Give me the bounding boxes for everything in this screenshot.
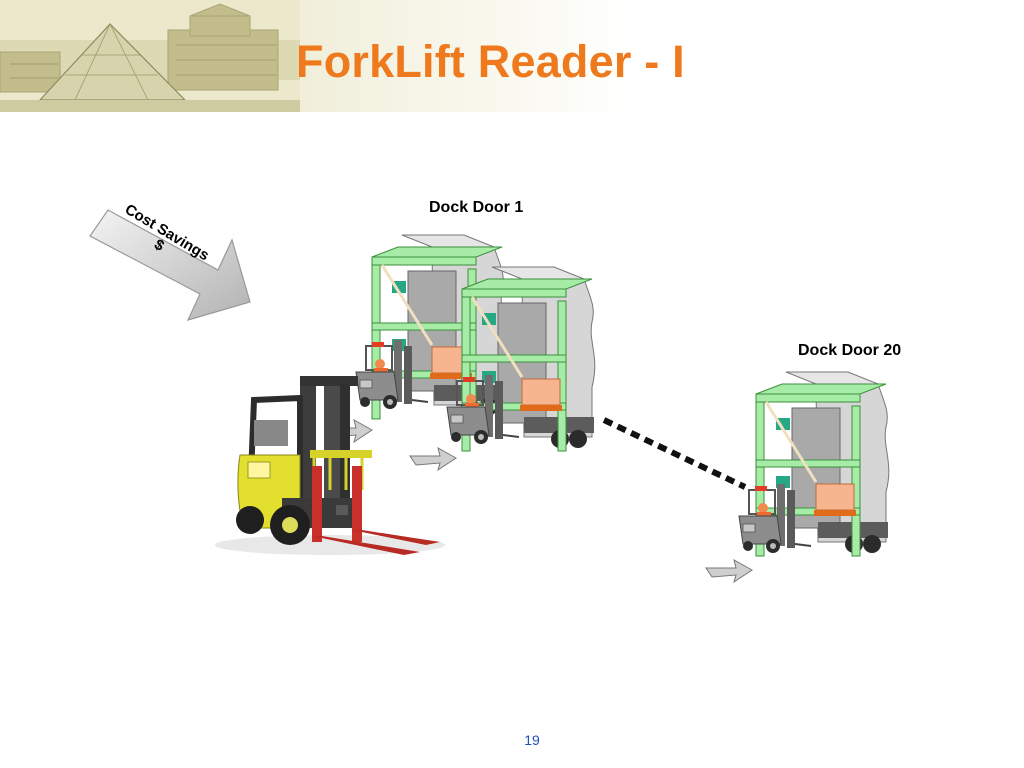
page-number: 19 <box>524 732 540 748</box>
dock-door-20-label: Dock Door 20 <box>798 342 902 359</box>
rfid-connection-line <box>602 417 747 490</box>
header-banner: ForkLift Reader - I <box>0 0 1024 112</box>
dock-door-1-label: Dock Door 1 <box>429 199 524 216</box>
cost-savings-arrow-icon <box>89 209 251 321</box>
louvre-pyramid-banner-icon <box>0 0 300 112</box>
forklift-main <box>215 376 445 555</box>
slide-title: ForkLift Reader - I <box>296 36 685 87</box>
direction-arrow-icon <box>325 419 753 583</box>
